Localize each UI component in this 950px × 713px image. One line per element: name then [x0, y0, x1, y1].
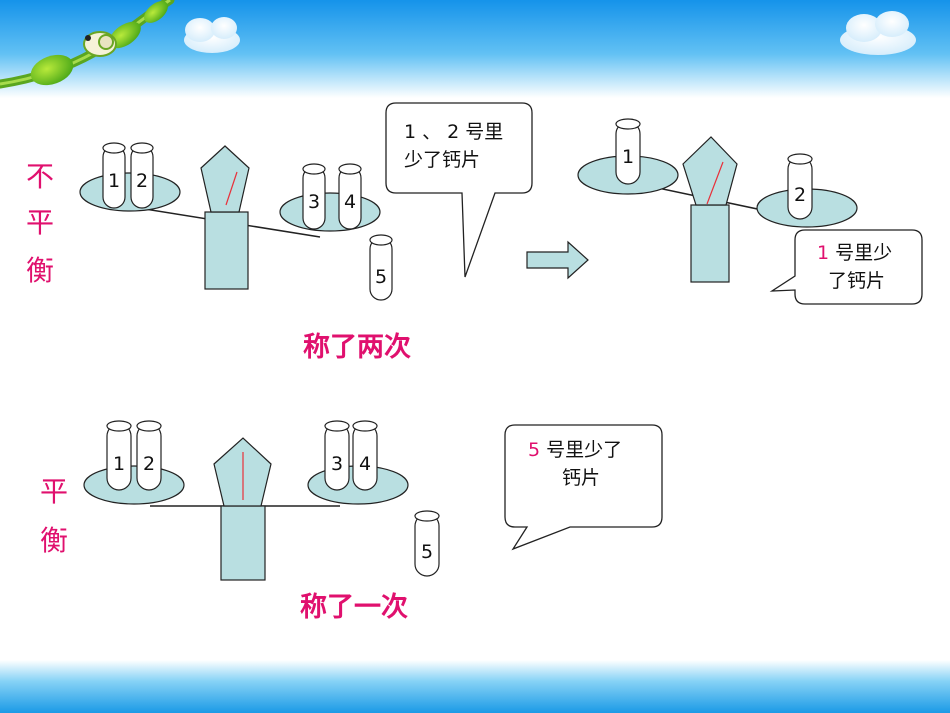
svg-text:2: 2 [136, 170, 148, 192]
calcium-bottle-4: 4 [338, 163, 362, 230]
svg-text:5: 5 [375, 266, 387, 288]
calcium-bottle-1: 1 [102, 142, 126, 209]
scale-post [220, 505, 266, 581]
svg-text:了钙片: 了钙片 [828, 270, 885, 292]
label-char: 平 [40, 475, 68, 508]
left-pan [79, 172, 181, 212]
calcium-bottle-2: 2 [130, 142, 154, 209]
svg-text:2: 2 [794, 184, 806, 206]
speech-bubble-2: 1 号里少 了钙片 [769, 229, 923, 305]
label-char: 衡 [26, 254, 54, 287]
scale-pointer [225, 171, 238, 206]
calcium-bottle-1: 1 [106, 420, 132, 491]
svg-text:2: 2 [143, 453, 155, 475]
svg-text:3: 3 [331, 453, 343, 475]
left-label-unbalanced: 不 平 衡 [26, 160, 54, 287]
svg-text:5: 5 [421, 541, 433, 563]
label-char: 平 [26, 206, 54, 239]
svg-text:1 号里少: 1 号里少 [817, 242, 892, 264]
right-arrow-icon [526, 240, 589, 280]
left-label-balanced: 平 衡 [40, 475, 68, 557]
label-char: 衡 [40, 524, 68, 557]
weigh-count-twice: 称了两次 [303, 332, 411, 363]
calcium-bottle-5: 5 [414, 510, 440, 577]
svg-text:4: 4 [359, 453, 371, 475]
calcium-bottle-5: 5 [369, 234, 393, 301]
svg-text:1: 1 [622, 146, 634, 168]
calcium-bottle-3: 3 [302, 163, 326, 230]
calcium-bottle-3: 3 [324, 420, 350, 491]
svg-text:3: 3 [308, 191, 320, 213]
scale-pointer [706, 161, 724, 205]
svg-text:少了钙片: 少了钙片 [404, 149, 480, 171]
svg-text:4: 4 [344, 191, 356, 213]
scale-pointer-housing [682, 136, 738, 206]
scale-post [204, 211, 249, 290]
calcium-bottle-2: 2 [787, 153, 813, 220]
calcium-bottle-2: 2 [136, 420, 162, 491]
svg-text:1: 1 [108, 170, 120, 192]
speech-bubble-3: 5 号里少了 钙片 [504, 424, 663, 551]
label-char: 不 [26, 160, 54, 193]
vine-leaf-icon [0, 0, 175, 89]
right-pan [279, 192, 381, 232]
calcium-bottle-1: 1 [615, 118, 641, 185]
cloud-icon [184, 17, 240, 53]
footer-band [0, 660, 950, 713]
calcium-bottle-4: 4 [352, 420, 378, 491]
scale-pointer-housing [200, 145, 250, 213]
scale-post [690, 204, 730, 283]
svg-text:5 号里少了: 5 号里少了 [528, 439, 622, 461]
speech-bubble-1: 1 、 2 号里 少了钙片 [385, 102, 533, 278]
left-pan [83, 465, 185, 505]
weigh-count-once: 称了一次 [300, 592, 408, 623]
svg-text:1 、 2 号里: 1 、 2 号里 [404, 121, 503, 143]
svg-text:1: 1 [113, 453, 125, 475]
cloud-icon [840, 11, 916, 55]
svg-text:钙片: 钙片 [562, 467, 600, 489]
